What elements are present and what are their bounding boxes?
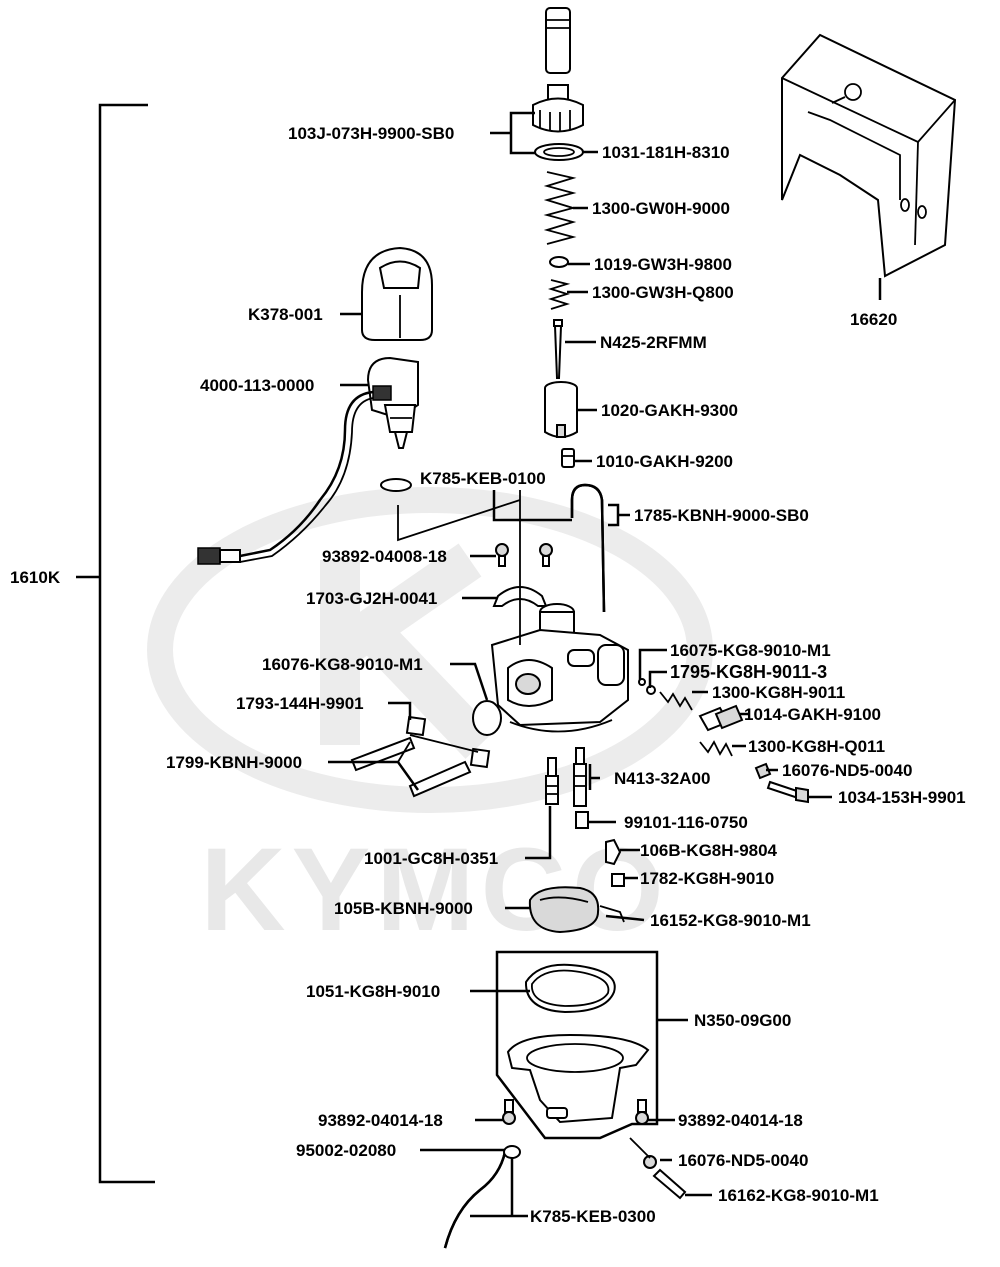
label-93892-04014-18-left: 93892-04014-18 bbox=[318, 1111, 443, 1130]
throttle-spring-part bbox=[543, 171, 577, 245]
idle-screw-set-part bbox=[638, 678, 809, 804]
label-93892-04014-18-right: 93892-04014-18 bbox=[678, 1111, 803, 1130]
auto-choke-part bbox=[366, 356, 419, 449]
needle-jet-part bbox=[561, 448, 575, 468]
float-part bbox=[528, 886, 625, 934]
label-106B-KG8H-9804: 106B-KG8H-9804 bbox=[640, 841, 778, 860]
drain-hose-part bbox=[443, 1151, 507, 1249]
bowl-screws-part bbox=[502, 1099, 649, 1125]
part-labels: 103J-073H-9900-SB0 1031-181H-8310 1300-G… bbox=[166, 124, 966, 1226]
choke-cover-part bbox=[361, 246, 433, 341]
label-1034-153H-9901: 1034-153H-9901 bbox=[838, 788, 966, 807]
label-1795-KG8H-9011-3: 1795-KG8H-9011-3 bbox=[670, 662, 827, 682]
carb-top-cap-part bbox=[532, 84, 584, 133]
choke-connector-part bbox=[197, 547, 241, 565]
label-N413-32A00: N413-32A00 bbox=[614, 769, 710, 788]
jets-part bbox=[545, 747, 625, 887]
label-16076-KG8-9010-M1: 16076-KG8-9010-M1 bbox=[262, 655, 423, 674]
label-1031-181H-8310: 1031-181H-8310 bbox=[602, 143, 730, 162]
label-93892-04008-18: 93892-04008-18 bbox=[322, 547, 447, 566]
label-K785-KEB-0300: K785-KEB-0300 bbox=[530, 1207, 656, 1226]
label-1019-GW3H-9800: 1019-GW3H-9800 bbox=[594, 255, 732, 274]
label-1782-KG8H-9010: 1782-KG8H-9010 bbox=[640, 869, 774, 888]
label-1300-GW0H-9000: 1300-GW0H-9000 bbox=[592, 199, 730, 218]
label-105B-KBNH-9000: 105B-KBNH-9000 bbox=[334, 899, 473, 918]
label-1300-KG8H-9011: 1300-KG8H-9011 bbox=[712, 683, 845, 702]
label-99101-116-0750: 99101-116-0750 bbox=[624, 813, 748, 832]
label-1300-GW3H-Q800: 1300-GW3H-Q800 bbox=[592, 283, 734, 302]
label-103J-073H-9900-SB0: 103J-073H-9900-SB0 bbox=[288, 124, 454, 143]
label-N425-2RFMM: N425-2RFMM bbox=[600, 333, 707, 352]
label-16620: 16620 bbox=[850, 310, 897, 329]
label-1001-GC8H-0351: 1001-GC8H-0351 bbox=[364, 849, 498, 868]
needle-clip-part bbox=[549, 256, 569, 268]
label-1051-KG8H-9010: 1051-KG8H-9010 bbox=[306, 982, 440, 1001]
carburetor-body-part bbox=[490, 603, 629, 733]
label-95002-02080: 95002-02080 bbox=[296, 1141, 396, 1160]
label-1785-KBNH-9000-SB0: 1785-KBNH-9000-SB0 bbox=[634, 506, 809, 525]
body-o-ring-part bbox=[472, 700, 502, 736]
label-1610K: 1610K bbox=[10, 568, 61, 587]
label-4000-113-0000: 4000-113-0000 bbox=[200, 376, 314, 395]
needle-spring-part bbox=[547, 279, 571, 310]
hose-clip-part bbox=[503, 1145, 521, 1159]
label-16076-ND5-0040-b: 16076-ND5-0040 bbox=[678, 1151, 808, 1170]
label-1010-GAKH-9200: 1010-GAKH-9200 bbox=[596, 452, 733, 471]
float-bowl-part bbox=[506, 1033, 650, 1124]
label-16162-KG8-9010-M1: 16162-KG8-9010-M1 bbox=[718, 1186, 879, 1205]
throttle-slide-part bbox=[544, 381, 578, 438]
bowl-gasket-part bbox=[524, 963, 616, 1014]
cap-gasket-part bbox=[534, 143, 584, 161]
label-1300-KG8H-Q011: 1300-KG8H-Q011 bbox=[748, 737, 885, 756]
label-1020-GAKH-9300: 1020-GAKH-9300 bbox=[601, 401, 738, 420]
watermark-text: KYMCO bbox=[200, 824, 669, 956]
heater-cover-part bbox=[781, 33, 957, 300]
label-1799-KBNH-9000: 1799-KBNH-9000 bbox=[166, 753, 302, 772]
label-16152-KG8-9010-M1: 16152-KG8-9010-M1 bbox=[650, 911, 811, 930]
kymco-watermark: KYMCO bbox=[147, 487, 713, 956]
drain-screw-part bbox=[643, 1155, 687, 1200]
label-1793-144H-9901: 1793-144H-9901 bbox=[236, 694, 364, 713]
label-16075-KG8-9010-M1: 16075-KG8-9010-M1 bbox=[670, 641, 831, 660]
fuel-pipe-part bbox=[570, 483, 606, 613]
cap-gasket-inner bbox=[543, 147, 575, 157]
label-16076-ND5-0040-a: 16076-ND5-0040 bbox=[782, 761, 912, 780]
float-bowl-group-box bbox=[495, 950, 659, 1140]
label-N350-09G00: N350-09G00 bbox=[694, 1011, 791, 1030]
leader-lines bbox=[328, 111, 832, 1218]
label-1703-GJ2H-0041: 1703-GJ2H-0041 bbox=[306, 589, 437, 608]
choke-o-ring-part bbox=[380, 478, 412, 492]
label-1014-GAKH-9100: 1014-GAKH-9100 bbox=[744, 705, 881, 724]
label-K785-KEB-0100: K785-KEB-0100 bbox=[420, 469, 546, 488]
carb-screws-part bbox=[495, 543, 553, 567]
label-K378-001: K378-001 bbox=[248, 305, 323, 324]
adjuster-tube-part bbox=[545, 7, 571, 74]
jet-needle-part bbox=[553, 319, 563, 379]
assembly-bracket bbox=[76, 103, 155, 1184]
